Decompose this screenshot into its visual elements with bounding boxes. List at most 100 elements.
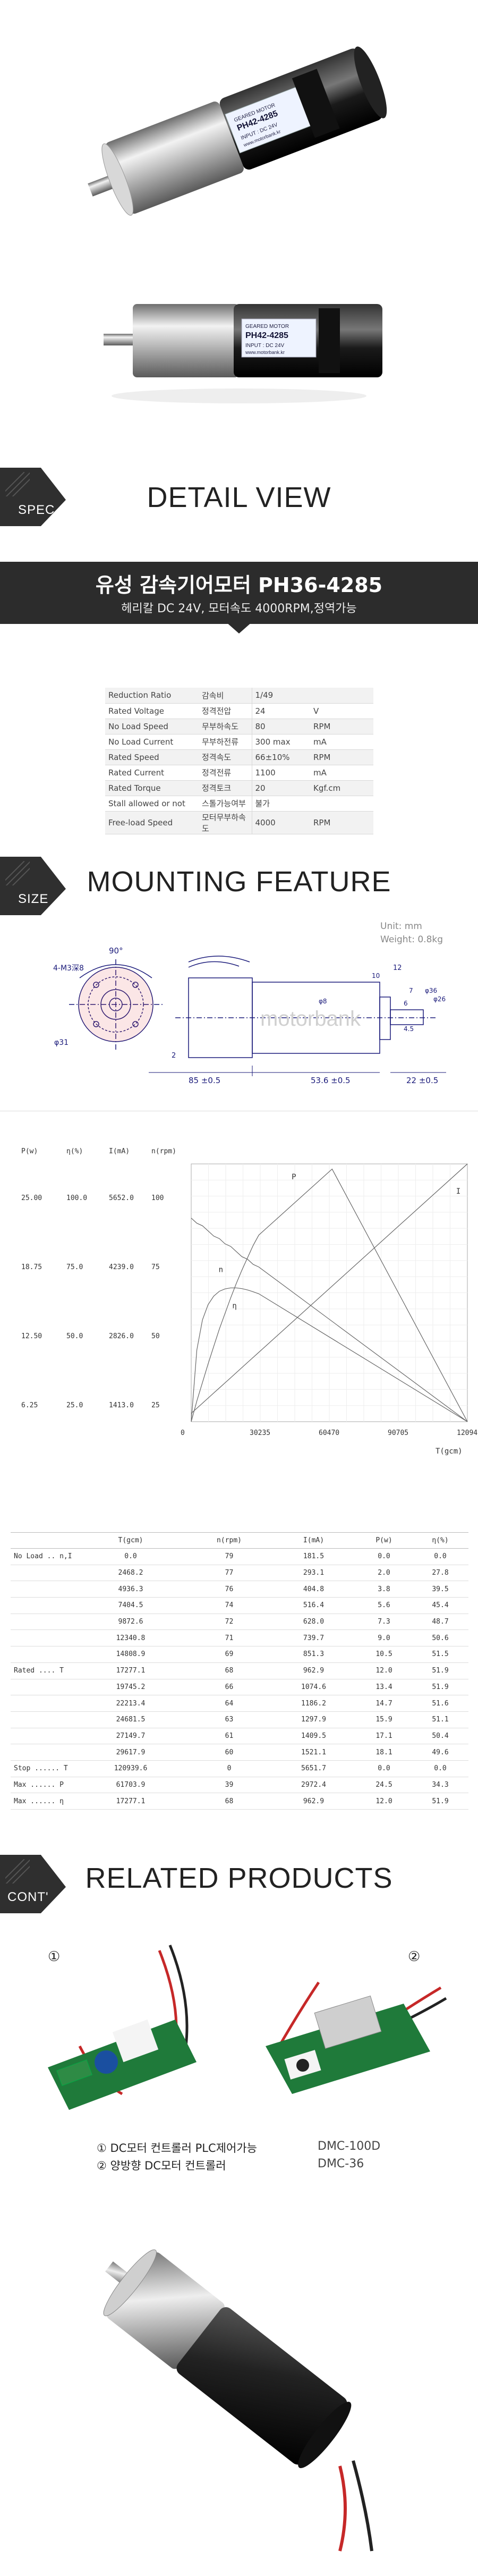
perf-cell: No Load .. n,I xyxy=(11,1548,74,1565)
y-tick-label: 25.00 xyxy=(21,1194,42,1202)
perf-cell xyxy=(11,1679,74,1696)
y-tick-label: 50.0 xyxy=(66,1332,83,1340)
related-item-1-code: DMC-100D xyxy=(318,2140,381,2153)
perf-cell: 24.5 xyxy=(356,1777,412,1794)
perf-cell: 79 xyxy=(187,1548,271,1565)
perf-cell: 4936.3 xyxy=(74,1581,187,1598)
perf-cell: 19745.2 xyxy=(74,1679,187,1696)
perf-cell: 1409.5 xyxy=(271,1728,356,1745)
perf-cell: 120939.6 xyxy=(74,1760,187,1777)
perf-cell: 17277.1 xyxy=(74,1662,187,1679)
perf-cell: 66 xyxy=(187,1679,271,1696)
perf-cell: 49.6 xyxy=(412,1744,468,1761)
perf-cell xyxy=(11,1744,74,1761)
y-tick-label: 18.75 xyxy=(21,1263,42,1271)
perf-cell xyxy=(11,1614,74,1631)
perf-cell: Max ...... η xyxy=(11,1793,74,1810)
related-item-2-caption[interactable]: ② 양방향 DC모터 컨트롤러 xyxy=(97,2159,226,2172)
perf-header: I(mA) xyxy=(271,1532,356,1549)
motor-photo-angled xyxy=(88,46,387,216)
perf-cell: 3.8 xyxy=(356,1581,412,1598)
dimension-lines xyxy=(149,1066,446,1076)
perf-cell: 50.4 xyxy=(412,1728,468,1745)
perf-cell: 5651.7 xyxy=(271,1760,356,1777)
perf-cell: 18.1 xyxy=(356,1744,412,1761)
perf-cell: 39.5 xyxy=(412,1581,468,1598)
axis-header: η(%) xyxy=(66,1147,83,1155)
related-item-2-code: DMC-36 xyxy=(318,2157,364,2170)
perf-cell: 61703.9 xyxy=(74,1777,187,1794)
dim-pcd: φ31 xyxy=(54,1038,69,1047)
y-tick-label: 75.0 xyxy=(66,1263,83,1271)
perf-cell: 50.6 xyxy=(412,1629,468,1647)
perf-cell: 962.9 xyxy=(271,1662,356,1679)
perf-cell: 27.8 xyxy=(412,1565,468,1582)
perf-cell: 22213.4 xyxy=(74,1695,187,1712)
perf-cell: 739.7 xyxy=(271,1629,356,1647)
perf-cell xyxy=(11,1597,74,1614)
perf-header: P(w) xyxy=(356,1532,412,1549)
y-tick-label: 1413.0 xyxy=(109,1401,134,1409)
motor-label-side: GEARED MOTOR PH42-4285 INPUT : DC 24V ww… xyxy=(245,324,289,355)
spec-cell: 80 xyxy=(252,719,310,734)
axis-header: P(w) xyxy=(21,1147,38,1155)
perf-cell xyxy=(11,1711,74,1728)
spec-cell: 1/49 xyxy=(252,688,310,704)
spec-cell: 감속비 xyxy=(199,688,252,704)
dim-4: 4.5 xyxy=(404,1025,414,1033)
perf-cell xyxy=(11,1565,74,1582)
size-badge: SIZE xyxy=(0,857,66,915)
perf-cell: 61 xyxy=(187,1728,271,1745)
spec-cell: 정격전압 xyxy=(199,703,252,719)
perf-cell: 0.0 xyxy=(412,1548,468,1565)
x-axis-label: T(gcm) xyxy=(436,1447,463,1456)
perf-cell xyxy=(11,1629,74,1647)
y-tick-label: 100 xyxy=(151,1194,164,1202)
detail-view-title: DETAIL VIEW xyxy=(147,482,331,513)
perf-cell: 0 xyxy=(187,1760,271,1777)
perf-cell: 24681.5 xyxy=(74,1711,187,1728)
y-tick-label: 2826.0 xyxy=(109,1332,134,1340)
dim-10: 10 xyxy=(372,972,380,979)
perf-cell: 64 xyxy=(187,1695,271,1712)
performance-chart: P(w)η(%)I(mA)n(rpm)25.0018.7512.506.2510… xyxy=(21,1147,478,1456)
spec-cell: mA xyxy=(310,765,373,781)
x-tick-label: 0 xyxy=(181,1429,185,1437)
p-curve xyxy=(191,1168,468,1422)
related-item-1-caption[interactable]: ① DC모터 컨트롤러 PLC제어가능 xyxy=(97,2142,257,2155)
perf-cell: 34.3 xyxy=(412,1777,468,1794)
svg-text:INPUT : DC 24V: INPUT : DC 24V xyxy=(245,343,284,349)
perf-header xyxy=(11,1532,74,1549)
marker-2: ② xyxy=(408,1949,420,1965)
dim-shaft: 22 ±0.5 xyxy=(406,1076,438,1084)
y-tick-label: 4239.0 xyxy=(109,1263,134,1271)
banner-notch xyxy=(226,622,252,634)
perf-cell: 13.4 xyxy=(356,1679,412,1696)
spec-cell: No Load Current xyxy=(105,734,199,750)
perf-cell: 293.1 xyxy=(271,1565,356,1582)
perf-cell: 51.9 xyxy=(412,1662,468,1679)
series-label: P xyxy=(292,1173,296,1181)
dim-6: 6 xyxy=(404,1000,408,1007)
spec-cell: Free-load Speed xyxy=(105,811,199,834)
dim-2: 2 xyxy=(172,1052,176,1060)
spec-cell xyxy=(310,796,373,812)
svg-text:www.motorbank.kr: www.motorbank.kr xyxy=(245,350,285,355)
perf-cell: 7404.5 xyxy=(74,1597,187,1614)
perf-cell: 77 xyxy=(187,1565,271,1582)
spec-cell: RPM xyxy=(310,811,373,834)
perf-cell: 51.5 xyxy=(412,1646,468,1663)
perf-cell: 76 xyxy=(187,1581,271,1598)
spec-cell: 무부하전류 xyxy=(199,734,252,750)
perf-cell: 1186.2 xyxy=(271,1695,356,1712)
